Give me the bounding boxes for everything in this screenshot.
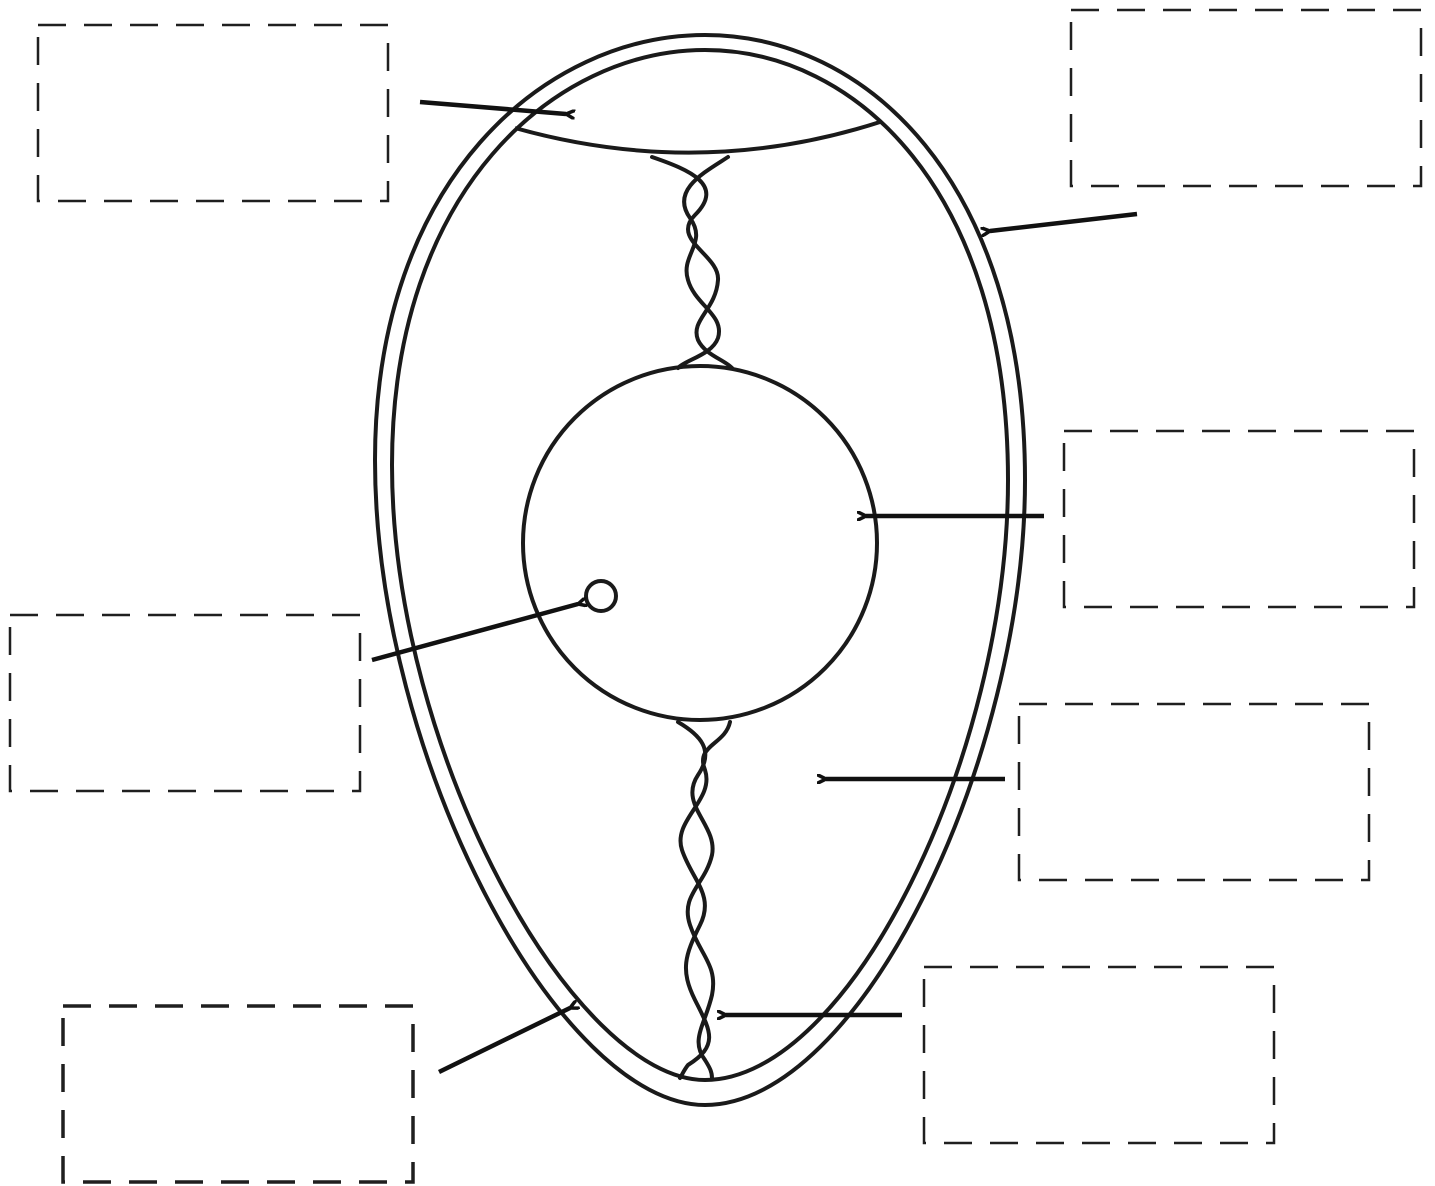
germinal-disc: [586, 581, 616, 611]
air-cell-membrane: [515, 122, 880, 153]
yolk: [523, 366, 877, 720]
label-box-yolk[interactable]: [1064, 431, 1414, 607]
label-box-shell[interactable]: [1071, 10, 1421, 186]
chalaza-top: [652, 157, 732, 368]
arrow-shell: [990, 214, 1137, 231]
arrow-shell-membrane: [439, 1008, 570, 1072]
chalaza-bottom: [678, 722, 730, 1078]
label-box-shell-membrane[interactable]: [63, 1006, 413, 1182]
label-box-air-cell[interactable]: [38, 25, 388, 201]
label-box-albumen[interactable]: [1019, 704, 1369, 880]
label-box-germinal-disc[interactable]: [10, 615, 360, 791]
label-box-chalaza[interactable]: [924, 967, 1274, 1143]
